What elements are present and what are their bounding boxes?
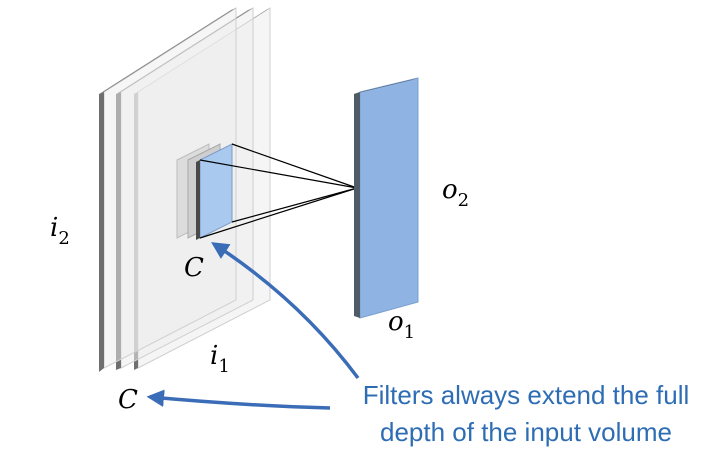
arrow-to-input-depth: [146, 389, 331, 410]
output-feature-map: [354, 77, 419, 319]
caption-line-1: Filters always extend the full: [363, 380, 690, 410]
filter-volume: [176, 143, 233, 240]
filter-channels-label: C: [184, 253, 204, 283]
filter-slice-front: [196, 143, 233, 240]
input-plane-front: [99, 7, 237, 372]
annotation-arrows: [146, 242, 360, 410]
caption: Filters always extend the full depth of …: [363, 380, 690, 447]
output-height-label: o2: [442, 175, 469, 211]
input-width-label: i1: [210, 341, 230, 377]
input-height-label: i2: [50, 213, 70, 249]
arrow-to-filter-depth: [211, 242, 360, 380]
receptive-field-lines: [199, 143, 358, 239]
output-width-label: o1: [388, 307, 415, 343]
caption-line-2: depth of the input volume: [380, 417, 672, 447]
input-channels-label: C: [118, 385, 138, 415]
